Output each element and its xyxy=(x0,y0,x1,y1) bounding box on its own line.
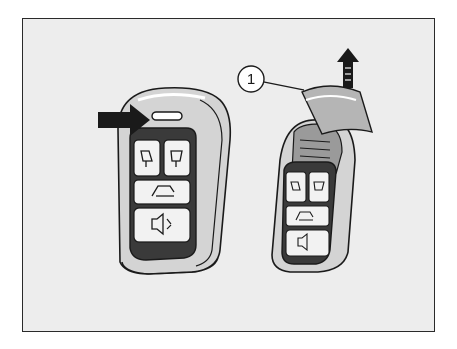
callout-1-label: 1 xyxy=(247,71,255,88)
panic-icon xyxy=(134,208,190,242)
right-key-fob xyxy=(272,120,355,272)
trunk-icon xyxy=(134,180,190,204)
unlock-icon xyxy=(164,140,190,176)
release-button xyxy=(152,112,182,120)
callout-1: 1 xyxy=(238,66,304,92)
lock-icon xyxy=(134,140,160,176)
arrow-up-icon xyxy=(337,48,359,88)
